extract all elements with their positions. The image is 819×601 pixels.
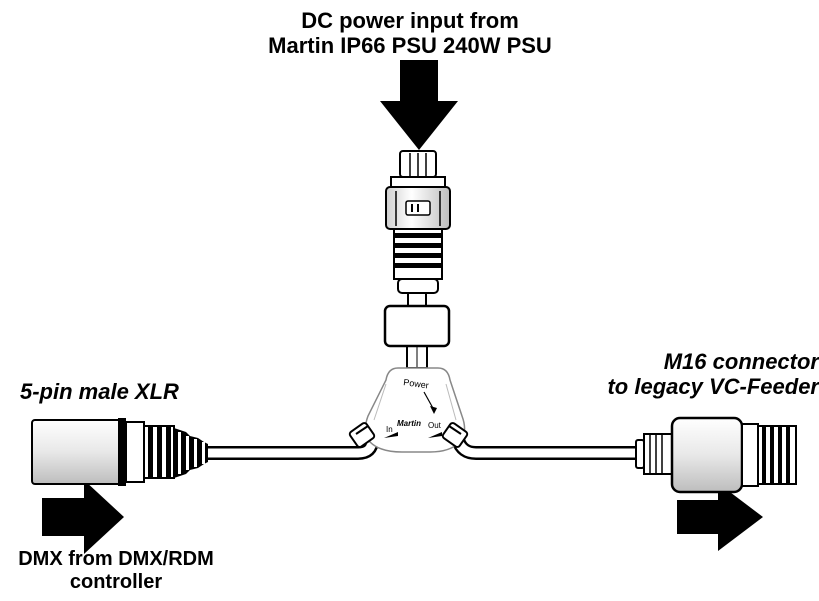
- dmx-label-line1: DMX from DMX/RDM: [18, 548, 214, 570]
- m16-label-line1: M16 connector: [663, 349, 819, 374]
- splitter-in-mark: In: [386, 425, 393, 434]
- dmx-label-line2: controller: [69, 571, 163, 593]
- xlr-label: 5-pin male XLR: [20, 379, 220, 404]
- cable-right: [451, 437, 640, 460]
- m16-label-line2: to legacy VC-Feeder: [607, 374, 819, 400]
- splitter-out-mark: Out: [428, 421, 442, 430]
- m16-label: M16 connector to legacy VC-Feeder: [560, 349, 819, 400]
- dmx-label: DMX from DMX/RDM controller: [0, 548, 232, 594]
- ferrite-sleeve: [383, 304, 451, 348]
- power-input-label: DC power input from Martin IP66 PSU 240W…: [200, 8, 620, 59]
- splitter-power-mark: Power: [403, 377, 430, 390]
- power-connector: [385, 150, 451, 294]
- xlr-label-text: 5-pin male XLR: [20, 379, 179, 404]
- arrow-right-icon-left: [42, 480, 124, 554]
- cable-left: [206, 439, 379, 460]
- splitter-body: Power Martin In Out: [348, 367, 469, 453]
- power-input-label-line1: DC power input from: [301, 8, 519, 33]
- arrow-down-icon: [380, 60, 458, 150]
- splitter-logo: Martin: [397, 419, 421, 428]
- xlr-connector: [31, 418, 208, 486]
- m16-connector: [635, 416, 797, 494]
- power-input-label-line2: Martin IP66 PSU 240W PSU: [268, 33, 552, 59]
- arrow-right-icon-right: [677, 483, 763, 551]
